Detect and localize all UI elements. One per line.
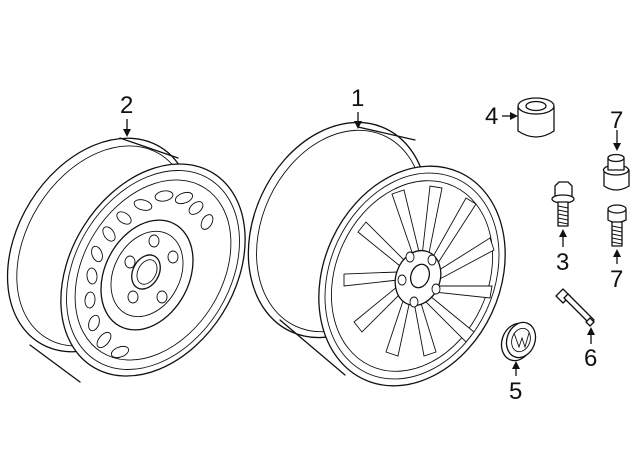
callout-lock-adapter: 4 bbox=[485, 103, 498, 130]
lock-bolt-top bbox=[602, 153, 630, 191]
callout-wheel-bolt: 3 bbox=[556, 249, 569, 276]
steel-wheel bbox=[6, 137, 246, 383]
callout-leaders bbox=[123, 112, 621, 376]
center-cap bbox=[500, 321, 537, 362]
steel-wheel-vent-holes bbox=[84, 190, 214, 359]
steel-wheel-lug-holes bbox=[124, 234, 179, 304]
callout-center-cap: 5 bbox=[509, 378, 522, 405]
callout-valve-stem: 6 bbox=[584, 345, 597, 372]
alloy-wheel-spokes bbox=[343, 185, 495, 357]
callout-lock-bolt-bottom: 7 bbox=[610, 266, 623, 293]
lock-bolt-bottom bbox=[607, 204, 627, 247]
alloy-wheel-lug-holes bbox=[397, 251, 441, 308]
alloy-wheel bbox=[247, 121, 506, 387]
valve-stem bbox=[555, 288, 595, 327]
wheel-bolt bbox=[551, 181, 575, 227]
lock-adapter bbox=[517, 97, 555, 138]
callout-steel-wheel: 2 bbox=[120, 92, 133, 119]
callout-alloy-wheel: 1 bbox=[351, 85, 364, 112]
callout-lock-bolt-top: 7 bbox=[610, 107, 623, 134]
